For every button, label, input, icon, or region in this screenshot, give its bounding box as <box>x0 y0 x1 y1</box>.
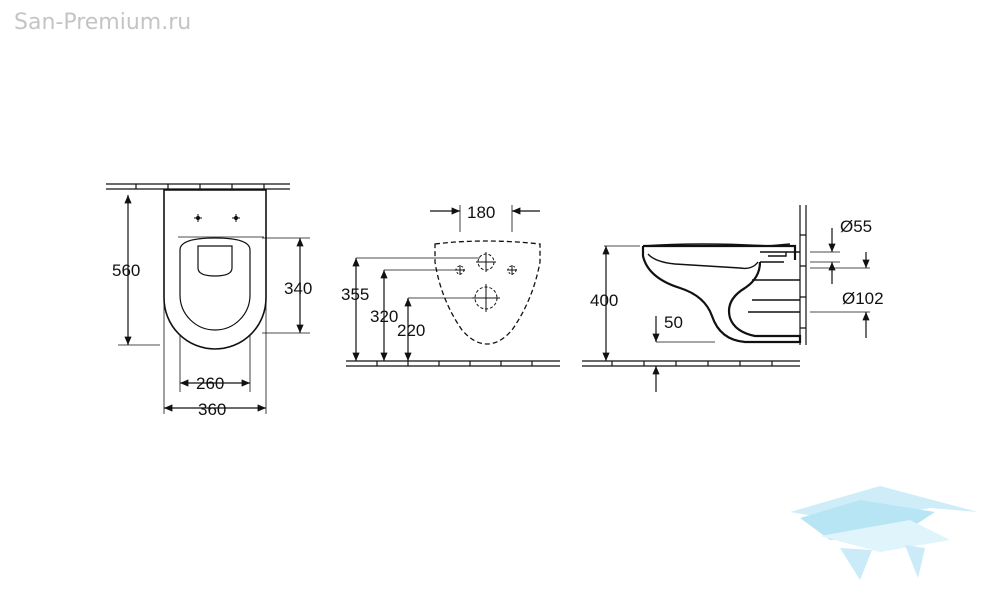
front-seat <box>179 237 251 331</box>
front-width-total-label: 360 <box>198 400 226 419</box>
front-wall-tiles <box>106 183 290 190</box>
side-view <box>582 205 870 392</box>
front-width-inner-label: 260 <box>196 374 224 393</box>
front-bowl-outline <box>163 189 267 350</box>
rear-bowl-dashed <box>434 240 541 345</box>
side-floor-tiles <box>582 360 800 367</box>
front-seat-lid <box>197 245 233 277</box>
side-inlet <box>760 251 800 263</box>
front-view <box>106 183 310 414</box>
logo-watermark <box>790 486 978 580</box>
rear-height-top-label: 355 <box>341 285 369 304</box>
rear-view <box>346 205 560 367</box>
rear-height-low-label: 220 <box>397 321 425 340</box>
front-height-total-label: 560 <box>112 261 140 280</box>
side-bowl-inner <box>647 253 759 270</box>
side-outlet <box>748 279 800 313</box>
side-seat <box>642 243 791 247</box>
rear-height-mid-label: 320 <box>370 307 398 326</box>
side-floor-gap-label: 50 <box>664 313 683 332</box>
rear-floor-tiles <box>346 360 560 367</box>
rear-bolt-spacing-label: 180 <box>467 203 495 222</box>
side-bowl-outline <box>641 244 802 344</box>
front-fixing-points <box>178 214 264 238</box>
side-inlet-diameter-label: Ø55 <box>840 217 872 236</box>
side-height-total-label: 400 <box>590 291 618 310</box>
rear-fixing-crosses <box>455 252 517 312</box>
site-watermark: San-Premium.ru <box>14 10 192 35</box>
front-height-fixing-label: 340 <box>284 279 312 298</box>
side-outlet-diameter-label: Ø102 <box>842 289 884 308</box>
side-wall-tiles <box>799 205 807 345</box>
